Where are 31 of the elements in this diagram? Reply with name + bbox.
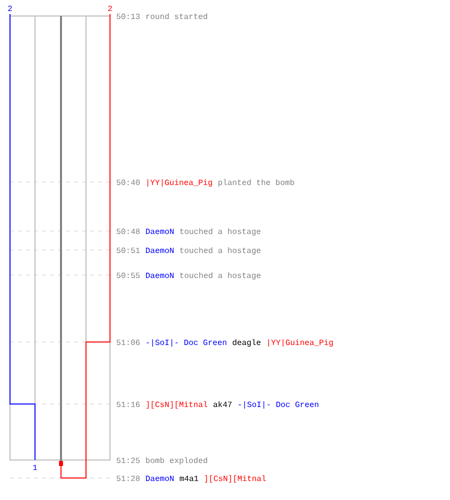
event-text: round started — [146, 13, 208, 20]
player-name: |YY|Guinea_Pig — [147, 179, 212, 187]
player-name: ][CsN][Mitnal — [146, 401, 208, 409]
weapon-name: deagle — [232, 339, 260, 347]
player-count: 2 — [108, 6, 112, 11]
timestamp: 50:51 — [116, 248, 140, 254]
weapon-name: m4a1 — [180, 476, 198, 482]
timestamp: 51:28 — [116, 476, 140, 482]
event-text: planted the bomb — [218, 179, 294, 187]
event-text: touched a hostage — [180, 247, 260, 255]
player-name: DaemoN — [146, 272, 174, 278]
player-name: DaemoN — [146, 248, 174, 254]
player-name: ][CsN][Mitnal — [204, 475, 266, 483]
timestamp: 51:16 — [116, 402, 140, 408]
event-text: touched a hostage — [180, 228, 260, 236]
timestamp: 50:13 — [116, 14, 140, 20]
player-count: 1 — [33, 464, 37, 470]
player-name: -|SoI|- Doc Green — [238, 401, 318, 409]
event-text: bomb exploded — [146, 457, 208, 465]
player-name: |YY|Guinea_Pig — [268, 339, 333, 347]
timestamp: 50:40 — [116, 180, 140, 186]
player-name: DaemoN — [146, 476, 174, 482]
timestamp: 51:25 — [116, 458, 140, 464]
weapon-name: ak47 — [214, 401, 232, 408]
timestamp: 50:48 — [116, 228, 140, 234]
player-name: -|SoI|- Doc Green — [146, 339, 226, 347]
event-text: touched a hostage — [180, 272, 260, 280]
player-name: DaemoN — [146, 228, 174, 234]
timestamp: 51:06 — [116, 340, 140, 346]
timestamp: 50:55 — [116, 272, 140, 278]
player-count: 2 — [8, 6, 12, 11]
